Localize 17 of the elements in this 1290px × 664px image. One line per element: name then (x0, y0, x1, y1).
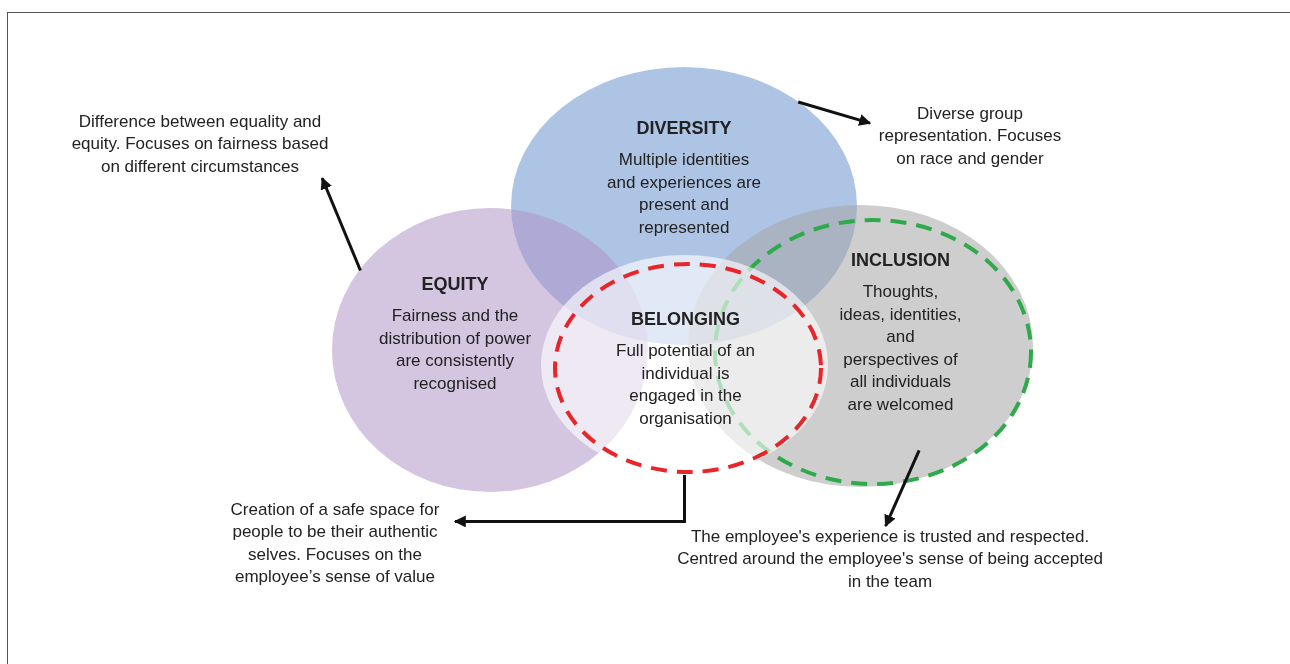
circle-description: Thoughts, ideas, identities, and perspectives of all individuals are welcomed (838, 281, 963, 416)
arrow (320, 177, 362, 272)
arrow (453, 475, 686, 528)
circle-description: Full potential of an individual is engaged in the organisation (615, 340, 756, 430)
venn-ellipse (541, 255, 828, 475)
annotation-text: The employee's experience is trusted and respected. Centred around the employee's sense of being accepted in the team (670, 526, 1110, 594)
circle-title: INCLUSION (850, 250, 951, 271)
annotation-text: Diverse group representation. Focuses on race and gender (870, 103, 1070, 171)
circle-title: DIVERSITY (635, 118, 733, 139)
circle-title: BELONGING (630, 309, 741, 330)
circle-description: Fairness and the distribution of power are consistently recognised (377, 305, 533, 395)
annotation-text: Difference between equality and equity. Focuses on fairness based on different circumstances (70, 111, 330, 179)
arrow (884, 449, 921, 528)
arrow (797, 100, 872, 126)
circle-title: EQUITY (420, 274, 490, 295)
annotation-text: Creation of a safe space for people to be their authentic selves. Focuses on the employee’s sense of value (215, 499, 455, 589)
circle-description: Multiple identities and experiences are present and represented (605, 149, 762, 239)
